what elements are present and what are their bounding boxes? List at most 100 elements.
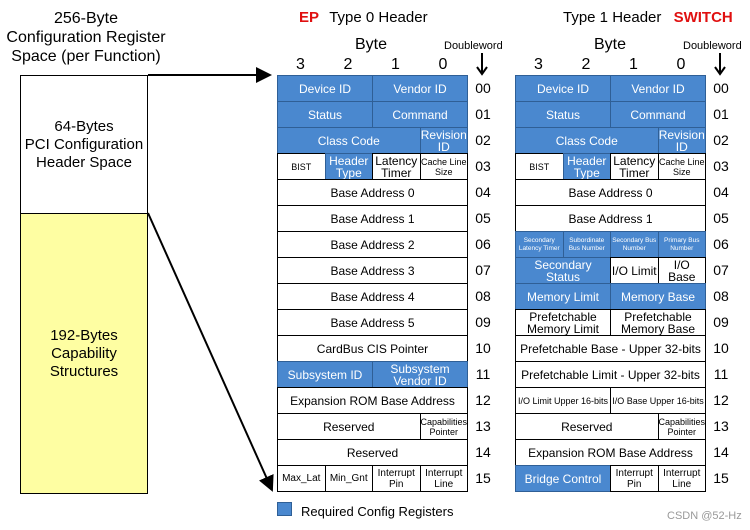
type1-doubleword-number: 14 (713, 444, 729, 460)
type0-register-cell: Reserved (277, 413, 421, 440)
type1-register-cell: Primary Bus Number (657, 231, 706, 258)
type0-register-cell: Vendor ID (372, 75, 468, 102)
type0-register-cell: Device ID (277, 75, 373, 102)
type0-byte-num: 1 (391, 56, 400, 73)
doubleword-arrows (476, 53, 726, 76)
type0-doubleword-number: 00 (475, 80, 491, 96)
ep-tag: EP (299, 9, 320, 26)
type1-doubleword-number: 06 (713, 236, 729, 252)
header-block-line: 64-Bytes (54, 117, 114, 135)
title-line: Space (per Function) (11, 48, 161, 65)
type0-register-cell: Capabilities Pointer (419, 413, 468, 440)
type0-register-cell: Interrupt Pin (372, 465, 421, 492)
type1-doubleword-number: 00 (713, 80, 729, 96)
type1-byte-num: 1 (629, 56, 638, 73)
type0-register-cell: Header Type (324, 153, 373, 180)
type1-register-cell: Header Type (562, 153, 611, 180)
type0-register-cell: Base Address 0 (277, 179, 468, 206)
type1-doubleword-number: 12 (713, 392, 729, 408)
type0-doubleword-number: 11 (475, 366, 491, 382)
type0-doubleword-number: 13 (475, 418, 491, 434)
type0-register-cell: BIST (277, 153, 326, 180)
type1-register-cell: Cache Line Size (657, 153, 706, 180)
type1-register-cell: Bridge Control (515, 465, 611, 492)
type1-register-cell: Memory Limit (515, 283, 611, 310)
type0-doubleword-number: 08 (475, 288, 491, 304)
type0-register-cell: Latency Timer (372, 153, 421, 180)
type1-register-cell: I/O Base (657, 257, 706, 284)
type0-register-cell: Expansion ROM Base Address (277, 387, 468, 414)
type1-register-cell: I/O Limit Upper 16-bits (515, 387, 611, 414)
type0-doubleword-number: 04 (475, 184, 491, 200)
type1-register-cell: Class Code (515, 127, 659, 154)
title-line: 256-Byte (53, 10, 119, 27)
title-line: Configuration Register (6, 29, 166, 46)
type0-register-cell: Subsystem Vendor ID (372, 361, 468, 388)
type0-register-cell: Interrupt Line (419, 465, 468, 492)
type1-title: Type 1 Header (563, 9, 662, 26)
type1-byte-num: 3 (534, 56, 543, 73)
type0-register-cell: Subsystem ID (277, 361, 373, 388)
type1-register-cell: Status (515, 101, 611, 128)
type1-register-cell: Prefetchable Memory Base (610, 309, 706, 336)
type0-byte-label: Byte (355, 36, 388, 53)
type0-register-cell: Base Address 3 (277, 257, 468, 284)
type1-byte-num: 2 (581, 56, 591, 73)
type1-doubleword-number: 05 (713, 210, 729, 226)
type0-doubleword-label: Doubleword (444, 40, 503, 52)
type1-register-cell: Capabilities Pointer (657, 413, 706, 440)
type0-register-cell: CardBus CIS Pointer (277, 335, 468, 362)
cap-block-line: Structures (49, 362, 119, 380)
type0-header-title: EP Type 0 Header (299, 9, 428, 26)
header-space-block: 64-Bytes PCI Configuration Header Space (20, 75, 148, 213)
type1-register-cell: Revision ID (657, 127, 706, 154)
type0-register-cell: Min_Gnt (324, 465, 373, 492)
type1-register-cell: Command (610, 101, 706, 128)
type0-doubleword-number: 01 (475, 106, 491, 122)
type0-register-cell: Base Address 2 (277, 231, 468, 258)
type1-register-cell: Vendor ID (610, 75, 706, 102)
type1-doubleword-number: 10 (713, 340, 729, 356)
type1-register-cell: Subordinate Bus Number (562, 231, 611, 258)
switch-tag: SWITCH (673, 9, 733, 26)
type0-doubleword-number: 10 (475, 340, 491, 356)
type1-register-cell: Secondary Bus Number (610, 231, 659, 258)
type1-dw-arrow-icon (714, 53, 726, 76)
type1-register-cell: Prefetchable Memory Limit (515, 309, 611, 336)
type1-register-cell: Latency Timer (610, 153, 659, 180)
type1-doubleword-number: 01 (713, 106, 729, 122)
type0-doubleword-number: 14 (475, 444, 491, 460)
type1-doubleword-number: 03 (713, 158, 729, 174)
type0-register-cell: Base Address 5 (277, 309, 468, 336)
legend-swatch (277, 502, 292, 516)
type0-byte-num: 2 (343, 56, 353, 73)
type0-doubleword-number: 12 (475, 392, 491, 408)
type1-register-cell: Memory Base (610, 283, 706, 310)
type0-byte-num: 3 (296, 56, 305, 73)
header-block-line: PCI Configuration (24, 135, 144, 153)
type1-register-cell: Interrupt Line (657, 465, 706, 492)
type1-register-cell: Device ID (515, 75, 611, 102)
type0-dw-arrow-icon (476, 53, 488, 76)
type0-register-cell: Reserved (277, 439, 468, 466)
type1-register-cell: Expansion ROM Base Address (515, 439, 706, 466)
type0-register-cell: Revision ID (419, 127, 468, 154)
type0-doubleword-number: 06 (475, 236, 491, 252)
type1-register-cell: Base Address 1 (515, 205, 706, 232)
type1-doubleword-number: 08 (713, 288, 729, 304)
type1-byte-label: Byte (594, 36, 627, 53)
type1-doubleword-number: 07 (713, 262, 729, 278)
type1-register-cell: Secondary Status (515, 257, 611, 284)
type1-register-cell: Prefetchable Limit - Upper 32-bits (515, 361, 706, 388)
type1-doubleword-number: 09 (713, 314, 729, 330)
type0-doubleword-number: 02 (475, 132, 491, 148)
type0-doubleword-number: 15 (475, 470, 491, 486)
cap-block-line: 192-Bytes (50, 326, 118, 344)
type0-register-cell: Max_Lat (277, 465, 326, 492)
type1-doubleword-label: Doubleword (683, 40, 742, 52)
type1-register-cell: BIST (515, 153, 564, 180)
type1-register-cell: I/O Base Upper 16-bits (610, 387, 706, 414)
type0-register-cell: Status (277, 101, 373, 128)
type1-register-cell: Reserved (515, 413, 659, 440)
